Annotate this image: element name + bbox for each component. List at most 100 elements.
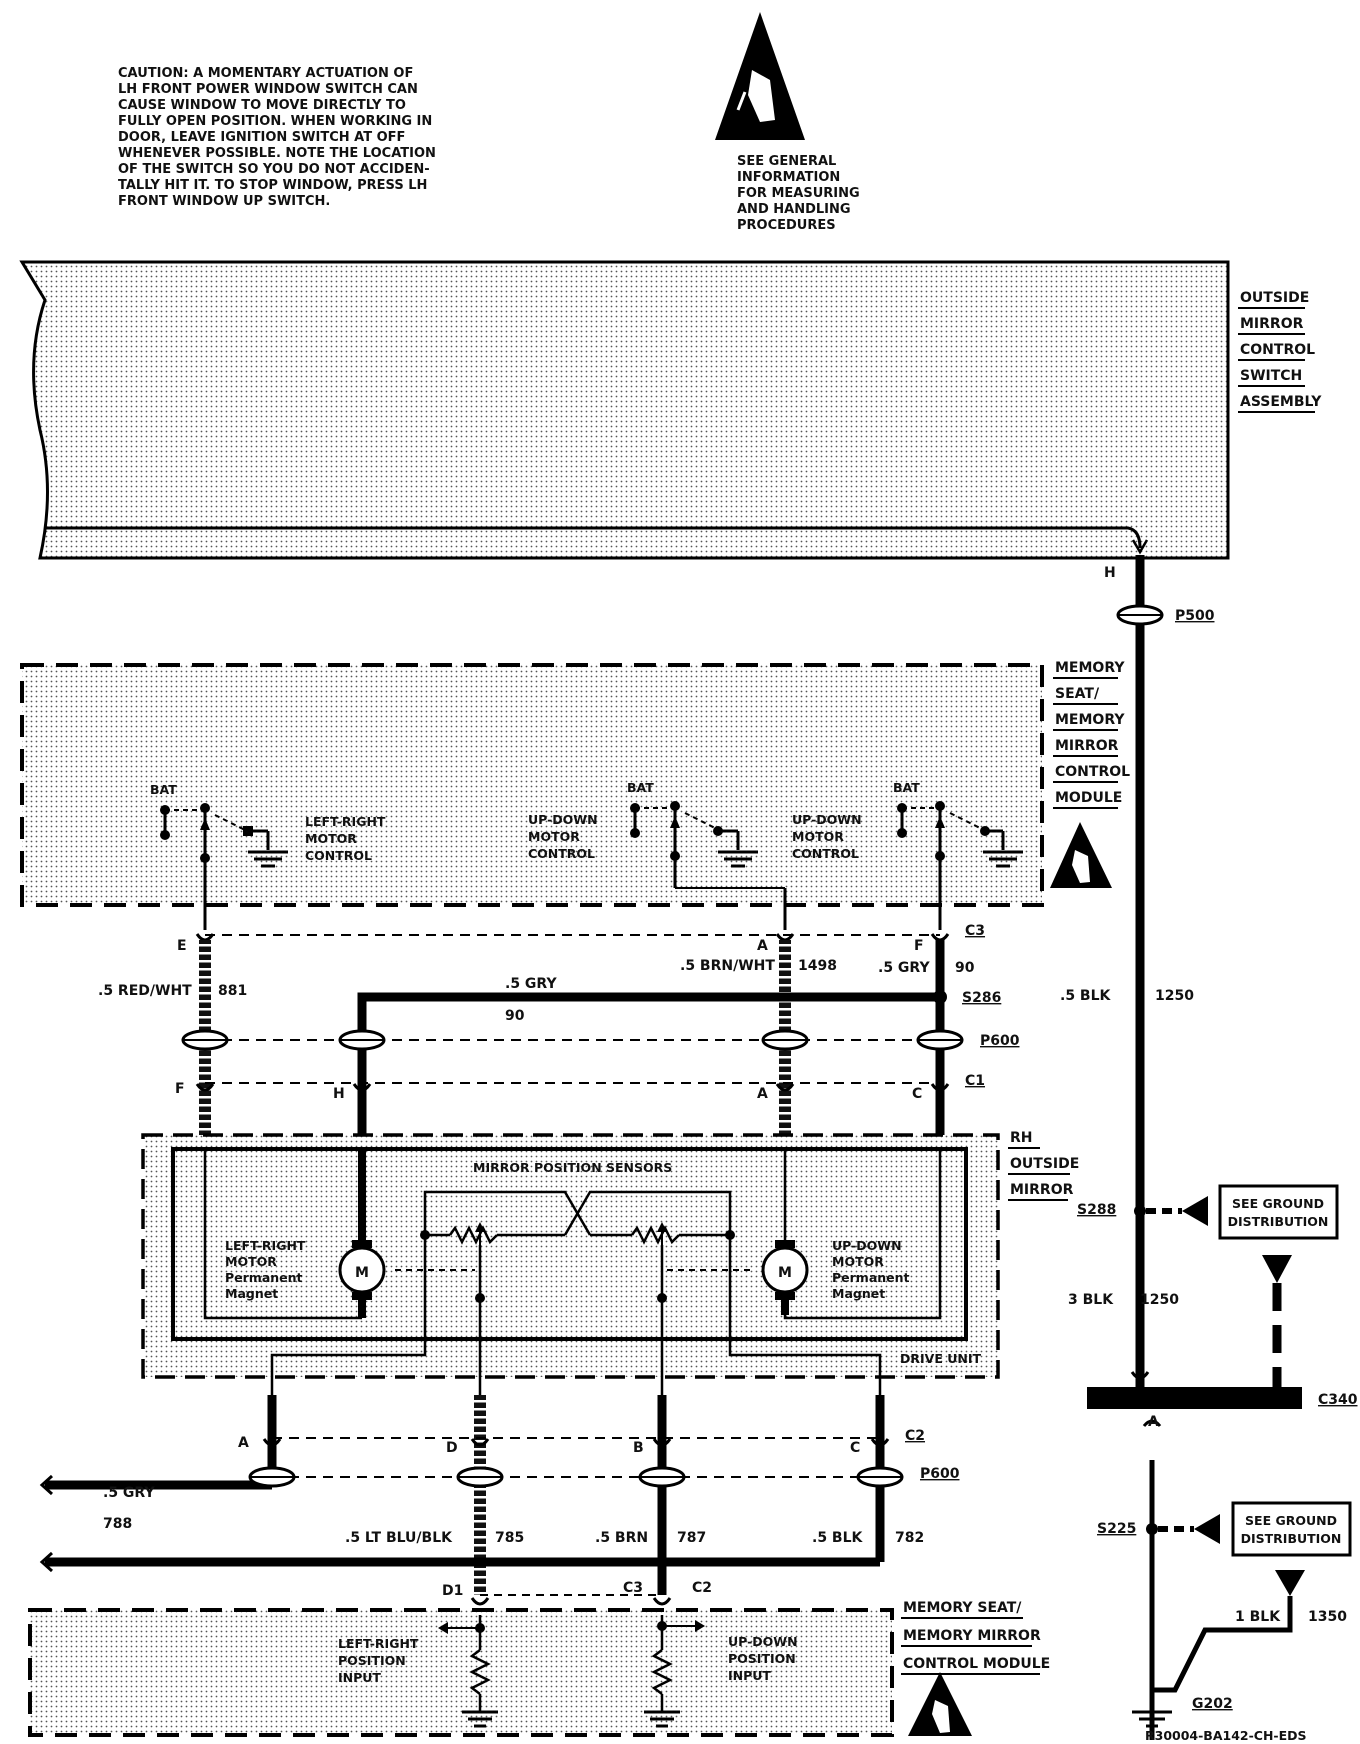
- s288-splice: [1134, 1196, 1208, 1226]
- component-label: MIRROR: [1010, 1182, 1074, 1198]
- memory-module-bottom-label: MEMORY SEAT/ MEMORY MIRROR CONTROL MODUL…: [901, 1600, 1050, 1675]
- pin-label: F: [175, 1081, 185, 1097]
- ground-dash-down: [1262, 1255, 1292, 1390]
- motor-line: Magnet: [832, 1286, 885, 1301]
- connector-label: G202: [1192, 1696, 1233, 1712]
- pin-label: A: [238, 1435, 249, 1451]
- wire-color: 3 BLK: [1068, 1292, 1114, 1308]
- esd-notice-line: INFORMATION: [737, 170, 840, 185]
- connector-label: C3: [965, 923, 985, 939]
- component-label: RH: [1010, 1130, 1033, 1146]
- ground-wire-1250: [1135, 555, 1155, 1740]
- component-label: MEMORY: [1055, 660, 1125, 676]
- esd-warning-icon: [1050, 822, 1112, 888]
- bat-label: BAT: [893, 780, 920, 795]
- caution-line: LH FRONT POWER WINDOW SWITCH CAN: [118, 82, 418, 97]
- pin-label: D: [446, 1440, 458, 1456]
- wire-color: .5 LT BLU/BLK: [345, 1530, 453, 1546]
- motor-left-right: M LEFT-RIGHT MOTOR Permanent Magnet: [225, 1238, 386, 1301]
- motor-control-line: MOTOR: [305, 831, 357, 846]
- motor-control-left-right: BAT LEFT-RIGHT MOTOR CONTROL: [150, 782, 386, 930]
- position-input-line: UP-DOWN: [728, 1634, 798, 1649]
- wire-number: 788: [103, 1516, 132, 1532]
- wire-color: .5 GRY: [103, 1485, 155, 1501]
- wire-number: 782: [895, 1530, 924, 1546]
- pin-label: C2: [692, 1580, 712, 1596]
- component-label: ASSEMBLY: [1240, 394, 1322, 410]
- rh-mirror-label: RH OUTSIDE MIRROR: [1008, 1130, 1079, 1201]
- pin-label: C: [912, 1086, 922, 1102]
- component-label: CONTROL: [1055, 764, 1130, 780]
- connector-label: C1: [965, 1073, 985, 1089]
- wire-color: .5 BRN: [595, 1530, 648, 1546]
- component-label: OUTSIDE: [1010, 1156, 1079, 1172]
- position-input-line: POSITION: [338, 1653, 406, 1668]
- switch-assembly-label: OUTSIDE MIRROR CONTROL SWITCH ASSEMBLY: [1238, 290, 1322, 413]
- motor-control-up-down-a: BAT UP-DOWN MOTOR CONTROL: [528, 780, 787, 930]
- wire-color: .5 GRY: [878, 960, 930, 976]
- ground-ref-line: SEE GROUND: [1232, 1196, 1324, 1211]
- motor-line: Permanent: [832, 1270, 910, 1285]
- sensors-label: MIRROR POSITION SENSORS: [473, 1160, 672, 1175]
- wire-number: 1350: [1308, 1609, 1347, 1625]
- memory-module-bottom-box: [28, 1608, 894, 1737]
- component-label: MEMORY: [1055, 712, 1125, 728]
- ground-distribution-ref: SEE GROUND DISTRIBUTION: [1218, 1184, 1339, 1240]
- mirror-internal-wiring: [203, 1150, 942, 1395]
- wire-color: .5 GRY: [505, 976, 557, 992]
- memory-module-top-label: MEMORY SEAT/ MEMORY MIRROR CONTROL MODUL…: [1053, 660, 1130, 809]
- caution-line: WHENEVER POSSIBLE. NOTE THE LOCATION: [118, 146, 436, 161]
- bat-label: BAT: [150, 782, 177, 797]
- switch-assembly-box: [19, 260, 1230, 560]
- motor-line: Magnet: [225, 1286, 278, 1301]
- motor-control-line: UP-DOWN: [792, 812, 862, 827]
- position-input-up-down: UP-DOWN POSITION INPUT: [644, 1615, 798, 1728]
- connector-label: P600: [920, 1466, 960, 1482]
- motor-control-line: MOTOR: [792, 829, 844, 844]
- motor-control-line: CONTROL: [792, 846, 859, 861]
- motor-control-line: CONTROL: [528, 846, 595, 861]
- caution-line: OF THE SWITCH SO YOU DO NOT ACCIDEN-: [118, 162, 430, 177]
- caution-line: FRONT WINDOW UP SWITCH.: [118, 194, 330, 209]
- component-label: MEMORY MIRROR: [903, 1628, 1041, 1644]
- wire-number: 90: [505, 1008, 525, 1024]
- caution-line: TALLY HIT IT. TO STOP WINDOW, PRESS LH: [118, 178, 427, 193]
- memory-module-top-box: [20, 663, 1044, 907]
- component-label: SEAT/: [1055, 686, 1100, 702]
- caution-line: CAUTION: A MOMENTARY ACTUATION OF: [118, 66, 413, 81]
- pin-label: C3: [623, 1580, 643, 1596]
- esd-warning-icon: [715, 12, 805, 140]
- bat-label: BAT: [627, 780, 654, 795]
- motor-line: UP-DOWN: [832, 1238, 902, 1253]
- figure-code: R30004-BA142-CH-EDS: [1145, 1728, 1307, 1743]
- motor-line: Permanent: [225, 1270, 303, 1285]
- motor-line: MOTOR: [832, 1254, 884, 1269]
- position-input-left-right: LEFT-RIGHT POSITION INPUT: [338, 1615, 498, 1728]
- wire-number: 1250: [1155, 988, 1194, 1004]
- esd-notice-line: FOR MEASURING: [737, 186, 860, 201]
- wire-number: 1498: [798, 958, 837, 974]
- ground-ref-line: DISTRIBUTION: [1241, 1531, 1342, 1546]
- p500-connector: [1116, 604, 1164, 626]
- wire-color: .5 BLK: [1060, 988, 1112, 1004]
- motor-symbol: M: [355, 1265, 369, 1281]
- component-label: MIRROR: [1055, 738, 1119, 754]
- position-input-line: LEFT-RIGHT: [338, 1636, 419, 1651]
- motor-line: MOTOR: [225, 1254, 277, 1269]
- pin-label: A: [1148, 1414, 1159, 1430]
- component-label: MODULE: [1055, 790, 1122, 806]
- wire-color: .5 RED/WHT: [98, 983, 192, 999]
- wire-number: 785: [495, 1530, 524, 1546]
- motor-control-line: LEFT-RIGHT: [305, 814, 386, 829]
- component-label: MEMORY SEAT/: [903, 1600, 1022, 1616]
- caution-note: CAUTION: A MOMENTARY ACTUATION OF LH FRO…: [118, 66, 436, 209]
- wire-color: 1 BLK: [1235, 1609, 1281, 1625]
- ground-wire-1350: [1152, 1570, 1305, 1693]
- pin-label: B: [633, 1440, 644, 1456]
- motor-line: LEFT-RIGHT: [225, 1238, 306, 1253]
- pin-label: C: [850, 1440, 860, 1456]
- connector-label: S286: [962, 990, 1001, 1006]
- connector-label: P600: [980, 1033, 1020, 1049]
- rh-mirror-box: [141, 1133, 1000, 1379]
- ground-ref-line: SEE GROUND: [1245, 1513, 1337, 1528]
